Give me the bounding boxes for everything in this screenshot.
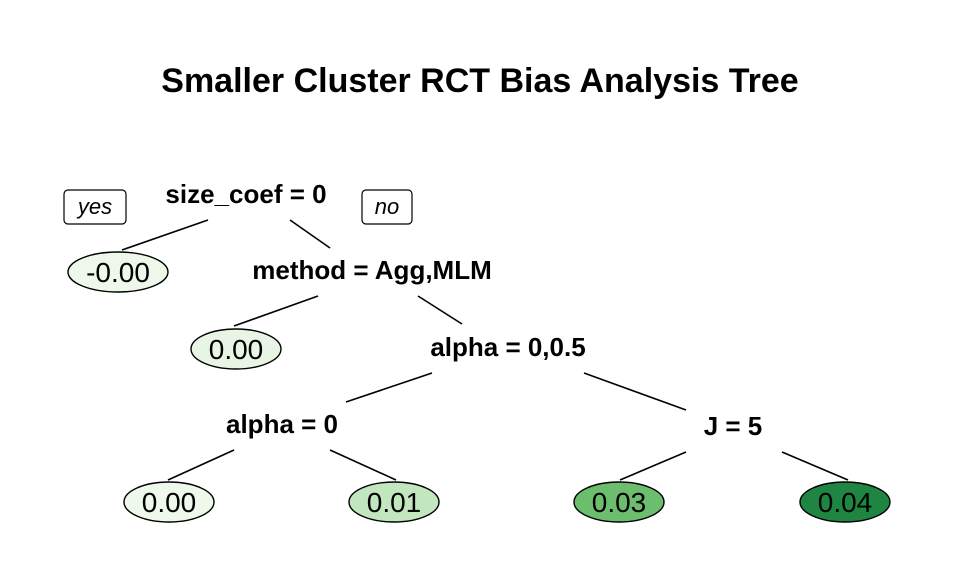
- tree-edge: [289, 219, 331, 249]
- leaf-node: 0.00: [190, 328, 282, 370]
- leaf-value: -0.00: [86, 257, 150, 288]
- chart-title: Smaller Cluster RCT Bias Analysis Tree: [161, 62, 798, 100]
- tree-edge: [417, 295, 463, 325]
- leaf-ellipse: [348, 481, 440, 523]
- leaf-value: 0.00: [142, 487, 197, 518]
- no-label: no: [361, 189, 413, 225]
- tree-edge: [781, 451, 849, 481]
- split-node-label: alpha = 0,0.5: [430, 332, 585, 362]
- tree-edge: [583, 372, 687, 411]
- yes-label-text: yes: [76, 194, 112, 219]
- tree-edge: [329, 449, 397, 481]
- tree-edge: [233, 295, 319, 327]
- leaf-ellipse: [799, 481, 891, 523]
- leaf-node: -0.00: [67, 251, 169, 293]
- leaf-value: 0.04: [818, 487, 873, 518]
- leaf-ellipse: [67, 251, 169, 293]
- leaf-value: 0.03: [592, 487, 647, 518]
- leaf-ellipse: [123, 481, 215, 523]
- leaf-node: 0.00: [123, 481, 215, 523]
- tree-edge: [345, 372, 433, 403]
- leaf-node: 0.01: [348, 481, 440, 523]
- tree-edge: [167, 449, 235, 481]
- split-node-label: method = Agg,MLM: [252, 255, 492, 285]
- leaf-node: 0.04: [799, 481, 891, 523]
- tree-edge: [121, 219, 209, 251]
- tree-edge: [619, 451, 687, 481]
- leaf-ellipse: [190, 328, 282, 370]
- leaf-node: 0.03: [573, 481, 665, 523]
- leaf-value: 0.00: [209, 334, 264, 365]
- leaf-ellipse: [573, 481, 665, 523]
- leaf-value: 0.01: [367, 487, 422, 518]
- split-node-label: alpha = 0: [226, 409, 338, 439]
- yes-label: yes: [63, 189, 127, 225]
- split-node-label: J = 5: [704, 411, 763, 441]
- tree-edges: [121, 219, 849, 481]
- no-label-text: no: [375, 194, 399, 219]
- split-node-label: size_coef = 0: [165, 179, 326, 209]
- tree-nodes: size_coef = 0 -0.00 method = Agg,MLM 0.00 al…: [67, 179, 891, 523]
